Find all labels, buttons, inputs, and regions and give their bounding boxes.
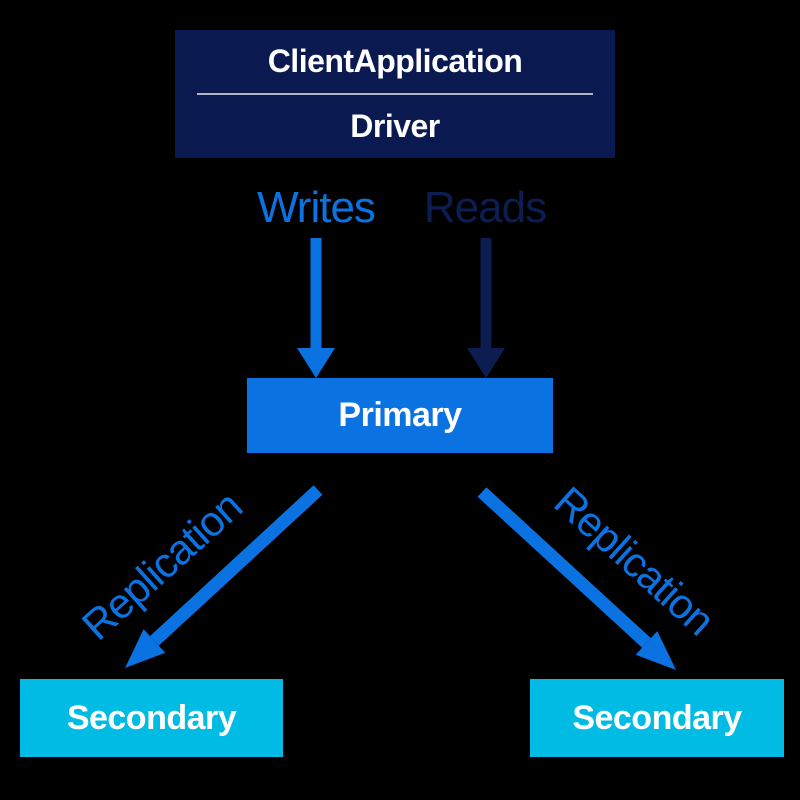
- writes-label: Writes: [257, 183, 376, 232]
- replication-left-label: Replication: [72, 482, 251, 649]
- primary-node: Primary: [247, 378, 553, 453]
- secondary-node-left: Secondary: [20, 679, 283, 757]
- client-box-divider: [197, 93, 593, 95]
- secondary-left-label: Secondary: [66, 698, 237, 737]
- secondary-node-right: Secondary: [530, 679, 784, 757]
- reads-arrow-icon: [467, 238, 505, 378]
- primary-label: Primary: [338, 396, 462, 434]
- driver-label: Driver: [350, 108, 440, 144]
- reads-label: Reads: [423, 183, 547, 232]
- client-application-box: ClientApplication Driver: [175, 30, 615, 158]
- secondary-right-label: Secondary: [572, 698, 742, 737]
- replication-right-label: Replication: [545, 477, 724, 644]
- writes-arrow-icon: [297, 238, 335, 378]
- client-application-label: ClientApplication: [267, 43, 523, 79]
